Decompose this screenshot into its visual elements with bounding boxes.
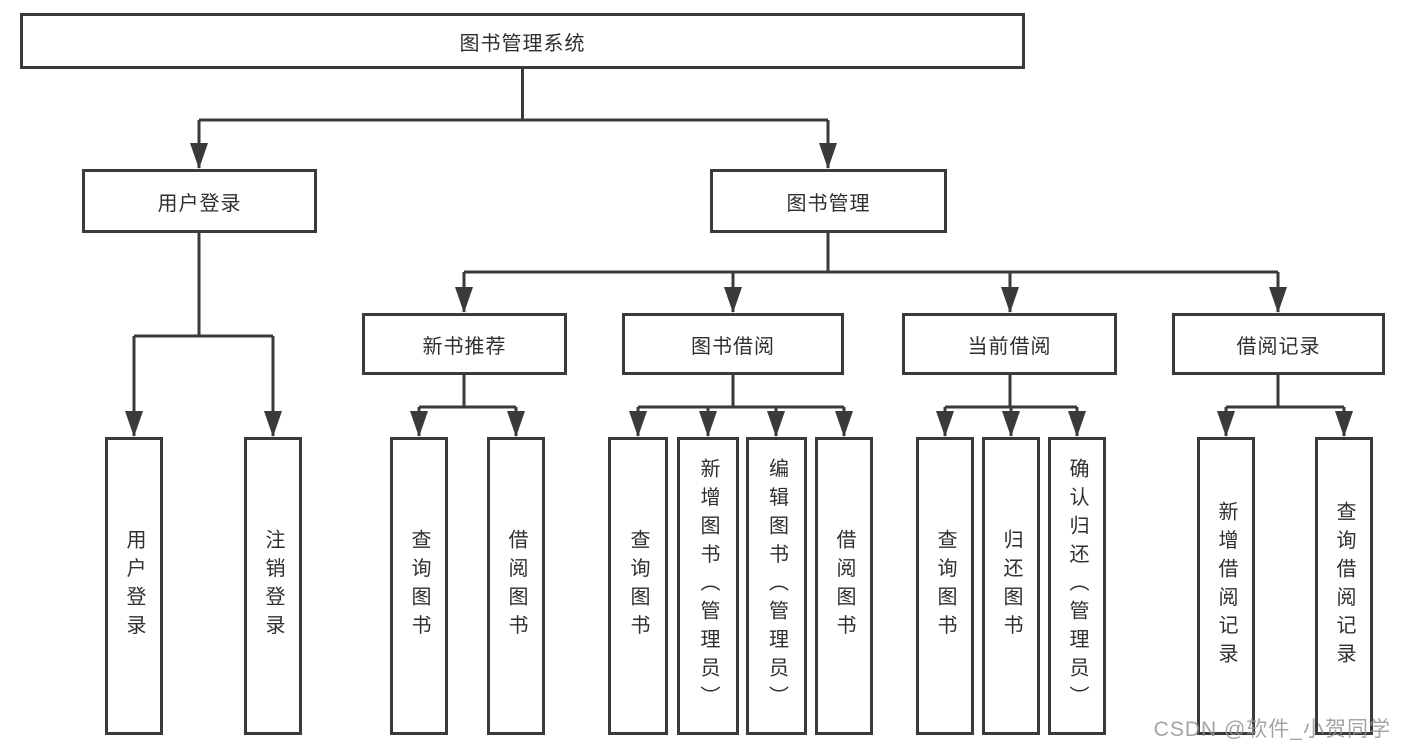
node-leaf-query-book-2: 查询图书 xyxy=(608,437,668,735)
node-leaf-query-record-label: 查询借阅记录 xyxy=(1333,500,1355,672)
node-borrow-records: 借阅记录 xyxy=(1172,313,1385,375)
node-leaf-query-record: 查询借阅记录 xyxy=(1315,437,1373,735)
node-leaf-borrow-book-2: 借阅图书 xyxy=(815,437,873,735)
node-leaf-borrow-book-1: 借阅图书 xyxy=(487,437,545,735)
node-new-book-recommend-label: 新书推荐 xyxy=(422,335,507,358)
node-leaf-edit-book: 编辑图书（管理员） xyxy=(746,437,807,735)
node-leaf-confirm-return-label: 确认归还（管理员） xyxy=(1066,458,1088,714)
node-current-borrow-label: 当前借阅 xyxy=(967,335,1052,358)
node-leaf-confirm-return: 确认归还（管理员） xyxy=(1048,437,1106,735)
node-user-login-branch-label: 用户登录 xyxy=(157,192,242,215)
node-leaf-query-book-2-label: 查询图书 xyxy=(627,529,649,643)
node-leaf-user-login: 用户登录 xyxy=(105,437,163,735)
node-leaf-return-book-label: 归还图书 xyxy=(1000,529,1022,643)
node-root: 图书管理系统 xyxy=(20,13,1025,69)
node-book-borrow-label: 图书借阅 xyxy=(691,335,775,358)
node-leaf-query-book-1: 查询图书 xyxy=(390,437,448,735)
node-leaf-borrow-book-2-label: 借阅图书 xyxy=(833,529,855,643)
node-user-login-branch: 用户登录 xyxy=(82,169,317,233)
node-leaf-edit-book-label: 编辑图书（管理员） xyxy=(765,458,788,714)
node-leaf-query-book-3-label: 查询图书 xyxy=(934,529,956,643)
node-leaf-add-record: 新增借阅记录 xyxy=(1197,437,1255,735)
node-leaf-query-book-3: 查询图书 xyxy=(916,437,974,735)
node-leaf-return-book: 归还图书 xyxy=(982,437,1040,735)
node-leaf-add-book-label: 新增图书（管理员） xyxy=(697,458,719,714)
node-leaf-logout-label: 注销登录 xyxy=(262,529,284,643)
node-leaf-borrow-book-1-label: 借阅图书 xyxy=(505,529,527,643)
node-borrow-records-label: 借阅记录 xyxy=(1236,335,1321,358)
node-new-book-recommend: 新书推荐 xyxy=(362,313,567,375)
watermark: CSDN @软件_小贺同学 xyxy=(1153,718,1391,741)
node-current-borrow: 当前借阅 xyxy=(902,313,1117,375)
node-leaf-user-login-label: 用户登录 xyxy=(123,529,145,643)
node-leaf-add-book: 新增图书（管理员） xyxy=(677,437,739,735)
node-book-borrow: 图书借阅 xyxy=(622,313,844,375)
node-book-mgmt-branch: 图书管理 xyxy=(710,169,947,233)
node-leaf-add-record-label: 新增借阅记录 xyxy=(1215,500,1237,672)
node-book-mgmt-branch-label: 图书管理 xyxy=(786,192,871,215)
node-leaf-logout: 注销登录 xyxy=(244,437,302,735)
node-root-label: 图书管理系统 xyxy=(459,32,586,55)
node-leaf-query-book-1-label: 查询图书 xyxy=(408,529,430,643)
